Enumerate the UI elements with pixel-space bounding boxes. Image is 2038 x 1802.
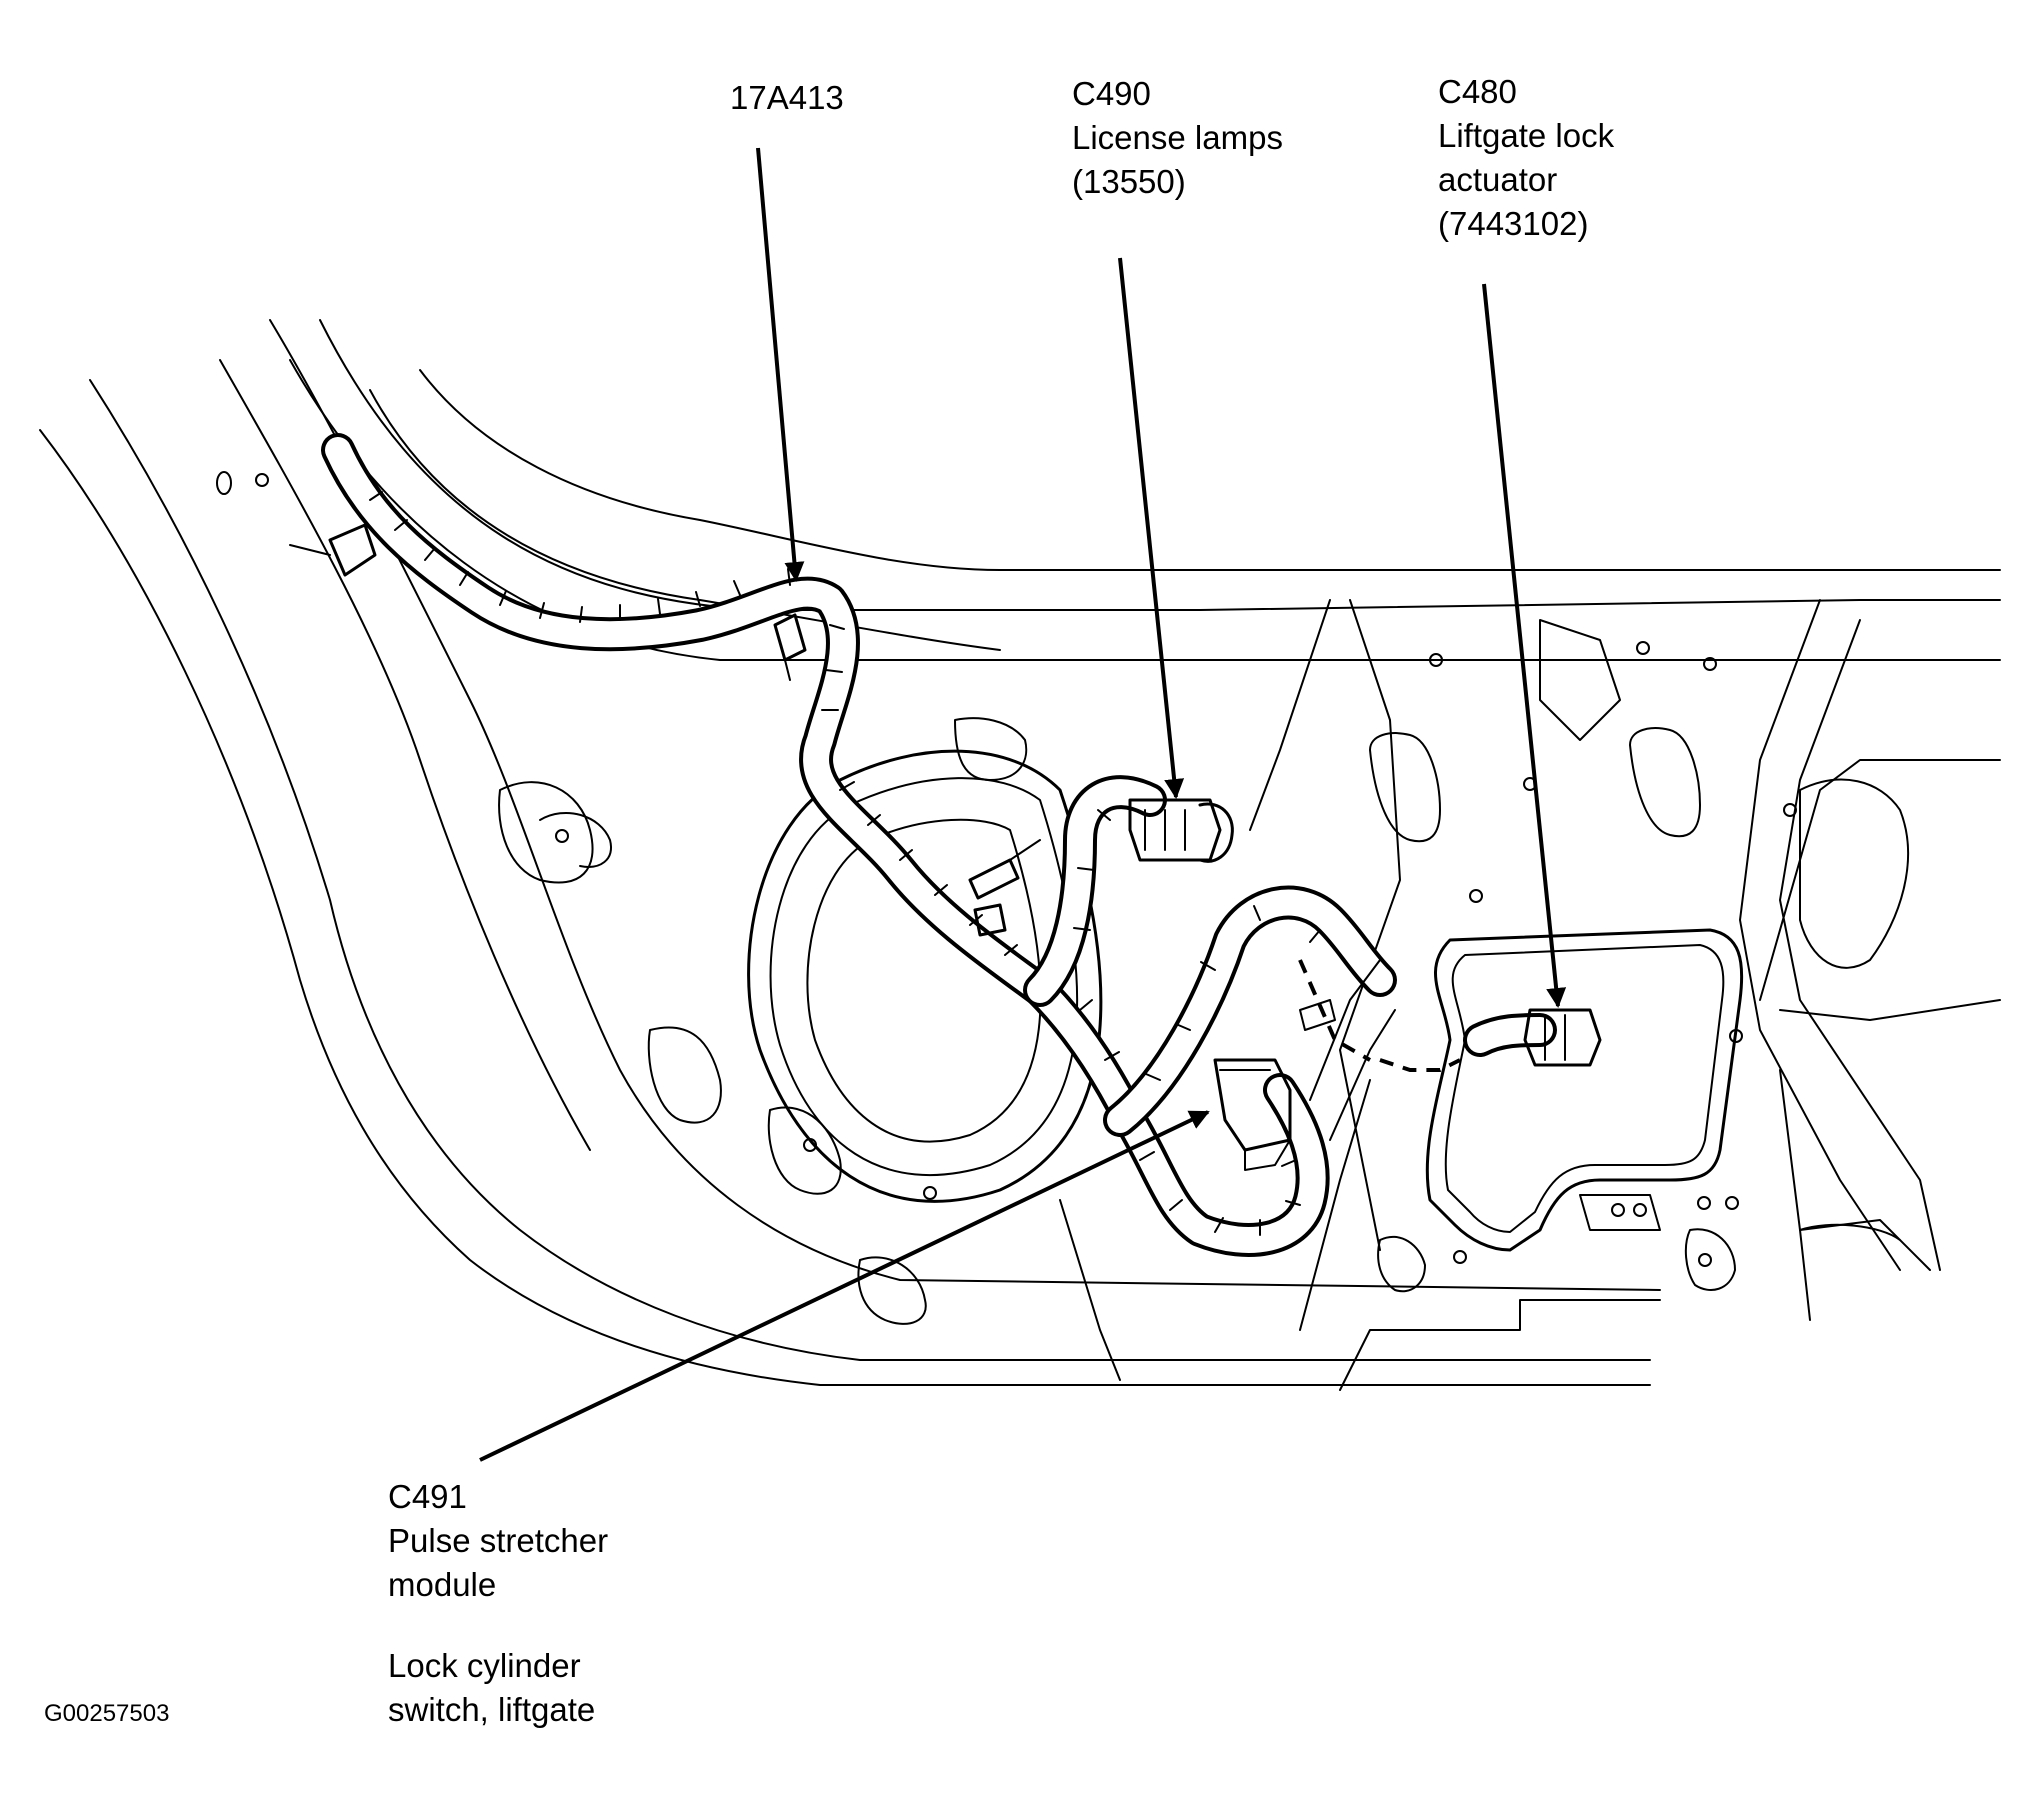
callout-lock-cylinder-switch: Lock cylinder switch, liftgate xyxy=(388,1644,595,1732)
connector-C491 xyxy=(1213,1058,1292,1171)
leader-C490 xyxy=(1118,257,1185,799)
callout-line: C490 xyxy=(1072,75,1151,112)
connector-C480 xyxy=(1523,1008,1602,1067)
callout-pulse-stretcher-module: C491 Pulse stretcher module xyxy=(388,1475,608,1607)
callout-line: actuator xyxy=(1438,161,1558,198)
callout-line: Liftgate lock xyxy=(1438,117,1615,154)
connector-C490 xyxy=(1128,798,1234,863)
leader-17A413 xyxy=(756,147,805,582)
callout-line: 17A413 xyxy=(730,79,844,116)
leader-C491 xyxy=(479,1110,1210,1462)
callout-liftgate-lock-actuator: C480 Liftgate lock actuator (7443102) xyxy=(1438,70,1614,246)
harness-clips xyxy=(289,523,1041,937)
callout-line: Lock cylinder xyxy=(388,1647,581,1684)
callout-line: (7443102) xyxy=(1438,205,1589,242)
lock-cylinder-linkage xyxy=(1298,959,1461,1141)
callout-line: (13550) xyxy=(1072,163,1186,200)
callout-line: License lamps xyxy=(1072,119,1283,156)
panel-features xyxy=(216,471,1909,1325)
callout-license-lamps: C490 License lamps (13550) xyxy=(1072,72,1283,204)
callout-line: module xyxy=(388,1566,497,1603)
wiring-harness-17A413 xyxy=(321,433,1557,1257)
leader-C480 xyxy=(1482,283,1567,1008)
callout-line: C491 xyxy=(388,1478,467,1515)
right-recess xyxy=(1425,928,1744,1252)
figure-id: G00257503 xyxy=(44,1700,170,1727)
callout-line: C480 xyxy=(1438,73,1517,110)
callout-line: switch, liftgate xyxy=(388,1691,596,1728)
access-recess xyxy=(747,749,1103,1203)
callout-line: Pulse stretcher xyxy=(388,1522,609,1559)
callout-wiring-harness: 17A413 xyxy=(730,76,844,120)
